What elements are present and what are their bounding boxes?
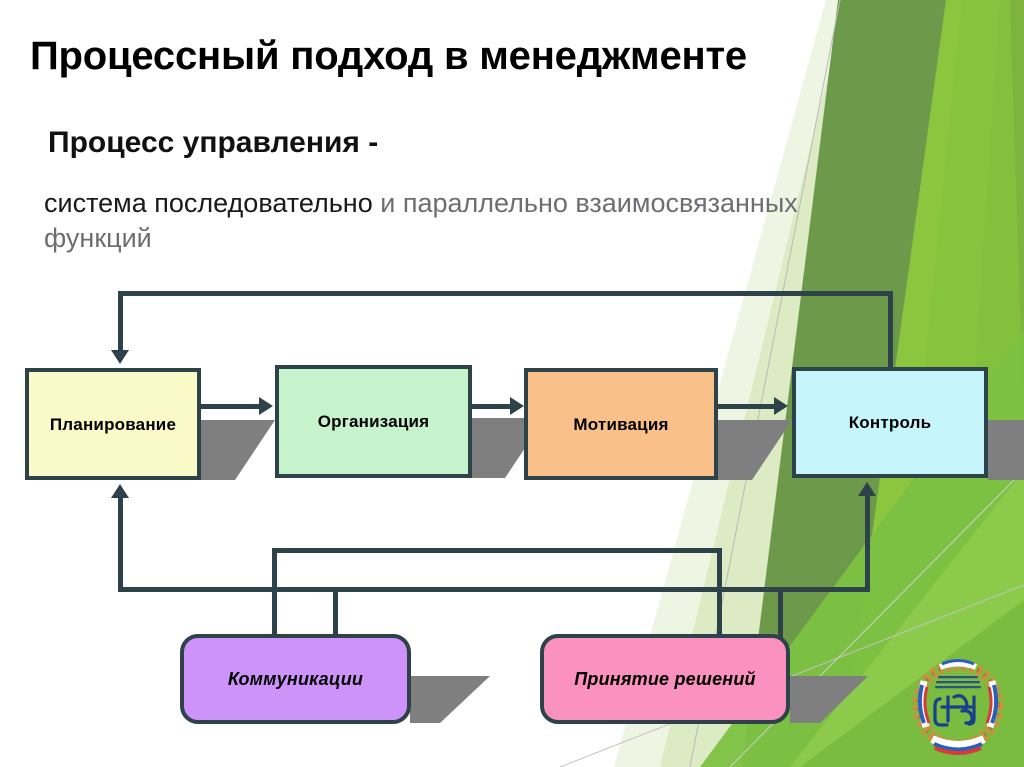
emblem-monogram — [933, 694, 976, 727]
arrow-planning-organization-line — [201, 404, 259, 409]
lead-definition-emphasis: система последовательно — [44, 188, 373, 218]
node-planning-label: Планирование — [49, 414, 177, 434]
return-bottom-horizontal — [118, 587, 870, 592]
arrow-organization-motivation-head — [510, 397, 524, 415]
return-planning-arrowhead — [111, 484, 129, 498]
node-control[interactable]: Контроль — [792, 367, 988, 478]
node-communications[interactable]: Коммуникации — [180, 634, 411, 724]
node-communications-label: Коммуникации — [227, 669, 364, 689]
stub-communications-right-vertical — [333, 587, 338, 640]
university-emblem — [912, 659, 1004, 755]
node-decisions[interactable]: Принятие решений — [540, 634, 790, 724]
node-motivation-label: Мотивация — [573, 414, 669, 434]
return-control-vertical — [865, 494, 870, 591]
support-bus-left-vertical — [272, 548, 277, 640]
stub-decisions-right-vertical — [778, 587, 783, 640]
emblem-inscription — [935, 676, 981, 689]
node-decisions-label: Принятие решений — [574, 669, 756, 689]
node-planning[interactable]: Планирование — [25, 368, 201, 480]
node-organization-label: Организация — [317, 412, 430, 431]
support-bus-right-vertical — [717, 548, 722, 640]
arrow-organization-motivation-line — [472, 404, 510, 409]
feedback-top-horizontal — [118, 291, 893, 296]
node-control-label: Контроль — [848, 413, 932, 432]
support-bus-horizontal — [272, 548, 722, 553]
feedback-top-left-vertical — [118, 291, 123, 351]
lead-definition-term: Процесс управления - — [48, 126, 379, 159]
lead-definition-rest: и параллельно взаимосвязанных функций — [44, 188, 798, 253]
return-control-arrowhead — [858, 482, 876, 496]
return-planning-vertical — [118, 496, 123, 591]
node-organization[interactable]: Организация — [275, 365, 472, 478]
arrow-planning-organization-head — [259, 397, 273, 415]
shadow-motivation — [718, 420, 792, 480]
lead-definition-body: система последовательно и параллельно вз… — [44, 186, 874, 256]
page-title: Процессный подход в менеджменте — [30, 34, 747, 78]
shadow-planning — [200, 420, 275, 480]
shadow-decisions — [790, 676, 868, 723]
feedback-top-arrowhead — [111, 350, 129, 364]
arrow-motivation-control-head — [774, 397, 788, 415]
node-motivation[interactable]: Мотивация — [524, 368, 718, 480]
shadow-communications — [410, 676, 490, 723]
arrow-motivation-control-line — [718, 404, 774, 409]
shadow-control — [988, 420, 1024, 480]
feedback-top-right-vertical — [888, 291, 893, 369]
